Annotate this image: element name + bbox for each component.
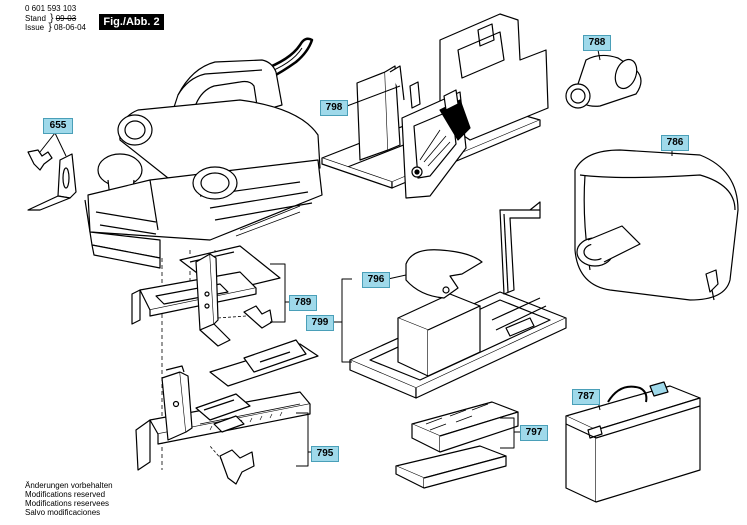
stand-value: 09-03 bbox=[55, 14, 77, 23]
footer-note-es: Salvo modificaciones bbox=[25, 508, 101, 517]
issue-value: 08-06-04 bbox=[53, 23, 86, 32]
stand-label: Stand bbox=[25, 14, 46, 23]
part-796-illustration bbox=[405, 249, 483, 299]
part-795-illustration bbox=[135, 339, 319, 485]
callout-655: 655 bbox=[43, 118, 73, 134]
planer-illustration bbox=[84, 37, 323, 269]
issue-label: Issue bbox=[25, 23, 45, 32]
part-787-illustration bbox=[565, 381, 701, 503]
leader-lines bbox=[39, 49, 673, 467]
part-798-illustration bbox=[321, 13, 549, 199]
issue-line: Issue } 08-06-04 bbox=[25, 22, 86, 33]
footer-note-de: Änderungen vorbehalten bbox=[25, 481, 113, 490]
callout-799: 799 bbox=[306, 315, 334, 331]
callout-797: 797 bbox=[520, 425, 548, 441]
part-788-illustration bbox=[565, 54, 642, 109]
figure-label: Fig./Abb. 2 bbox=[99, 14, 164, 30]
part-786-illustration bbox=[574, 149, 739, 301]
callout-798: 798 bbox=[320, 100, 348, 116]
callout-788: 788 bbox=[583, 35, 611, 51]
callout-787: 787 bbox=[572, 389, 600, 405]
part-number: 0 601 593 103 bbox=[25, 4, 77, 13]
stand-line: Stand } 09-03 bbox=[25, 13, 77, 24]
part-797-illustration bbox=[395, 401, 519, 489]
part-789-illustration bbox=[131, 245, 281, 347]
callout-796: 796 bbox=[362, 272, 390, 288]
callout-786: 786 bbox=[661, 135, 689, 151]
footer-note-fr: Modifications reservees bbox=[25, 499, 110, 508]
footer-note-en: Modifications reserved bbox=[25, 490, 106, 499]
part-655-illustration bbox=[27, 149, 77, 211]
callout-795: 795 bbox=[311, 446, 339, 462]
part-799-illustration bbox=[349, 201, 567, 399]
callout-789: 789 bbox=[289, 295, 317, 311]
